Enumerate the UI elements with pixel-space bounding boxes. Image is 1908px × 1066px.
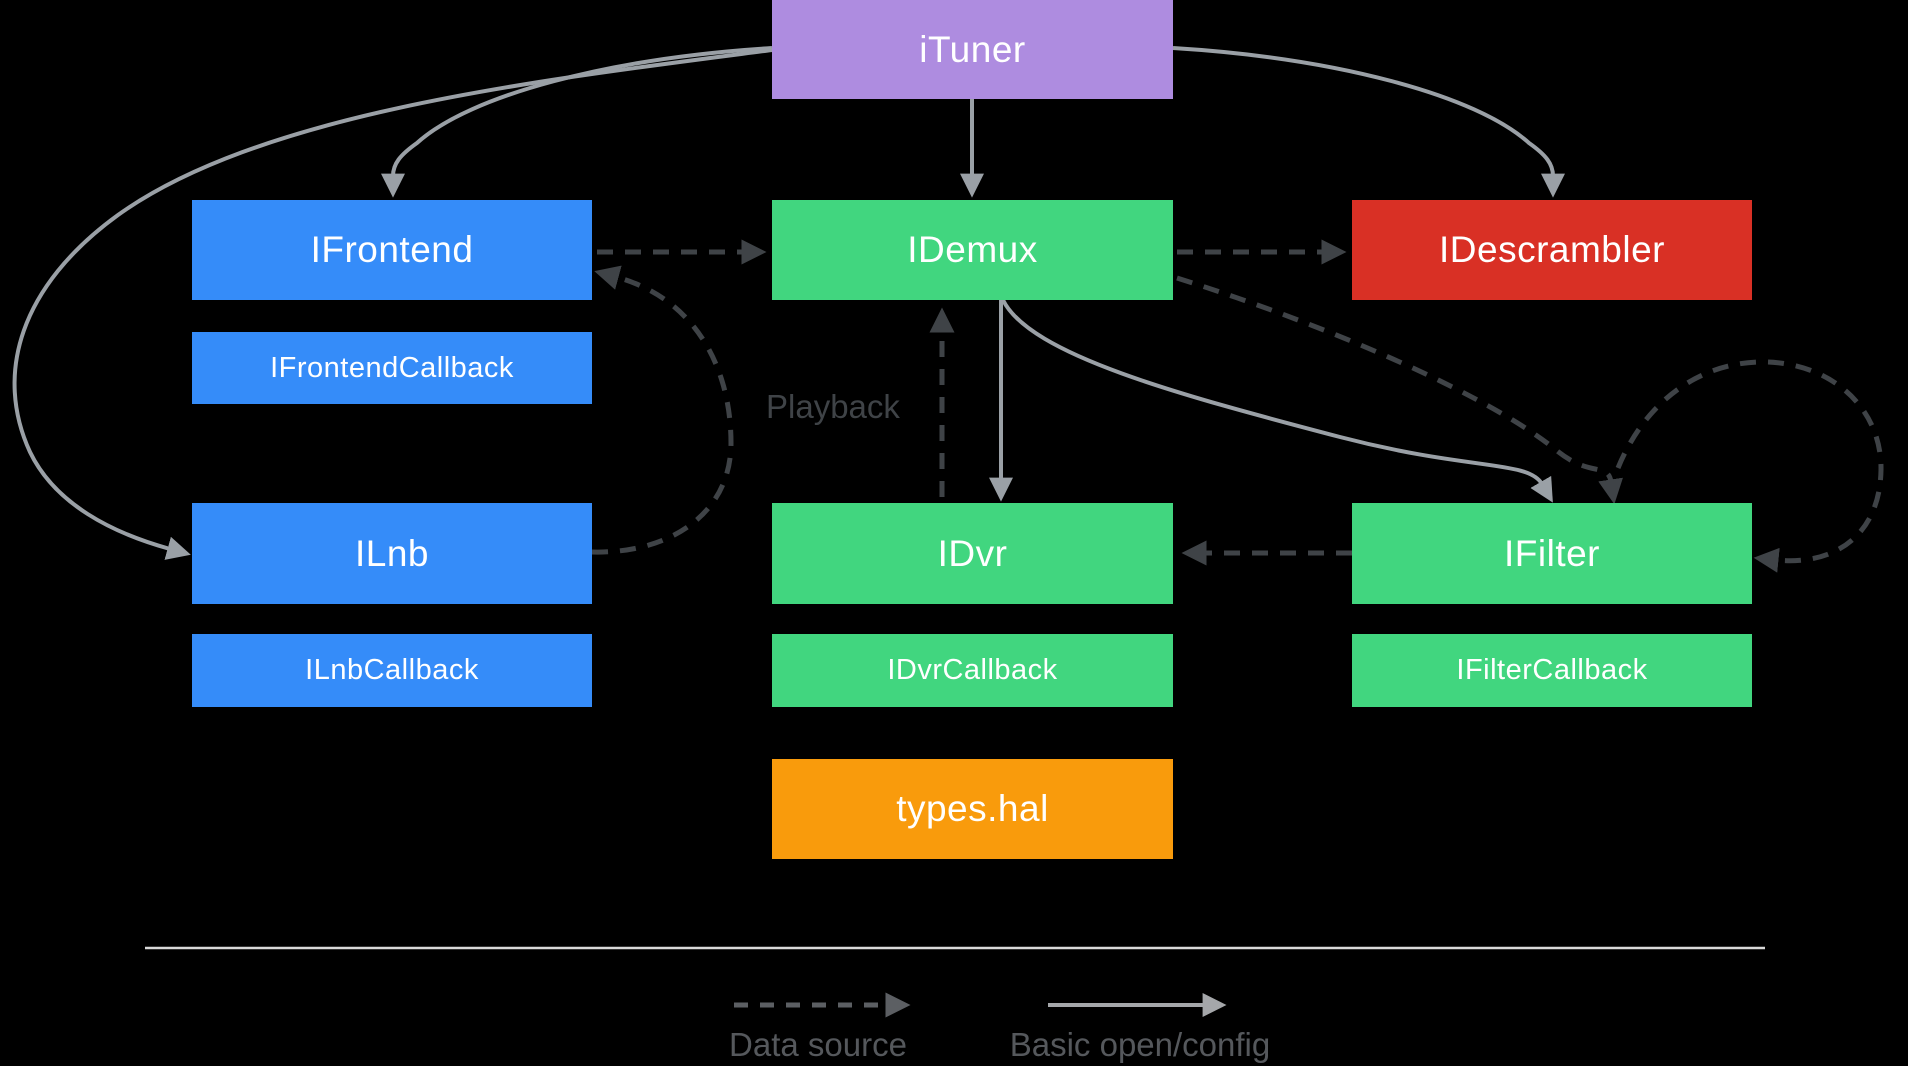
node-idvr-callback: IDvrCallback — [772, 634, 1173, 707]
arrow-ilnb-to-ifrontend — [591, 265, 734, 555]
node-ilnb-callback: ILnbCallback — [192, 634, 592, 707]
node-ituner: iTuner — [772, 0, 1173, 99]
node-ifilter: IFilter — [1352, 503, 1752, 604]
node-idvr: IDvr — [772, 503, 1173, 604]
arrow-idemux-to-ifilter-data — [1176, 275, 1623, 505]
playback-edge-label: Playback — [766, 388, 900, 425]
legend-label-basic-open-config: Basic open/config — [1009, 1026, 1271, 1063]
arrow-ituner-to-idescrambler — [1172, 46, 1565, 198]
node-ifilter-callback: IFilterCallback — [1352, 634, 1752, 707]
node-types-hal: types.hal — [772, 759, 1173, 859]
node-ilnb: ILnb — [192, 503, 592, 604]
arrow-ituner-to-ifrontend — [381, 46, 773, 198]
node-ifrontend-callback: IFrontendCallback — [192, 332, 592, 404]
node-idemux: IDemux — [772, 200, 1173, 300]
legend-label-data-source: Data source — [729, 1026, 907, 1063]
arrow-idemux-to-ifilter — [1001, 299, 1553, 503]
arrow-ituner-to-ilnb — [12, 48, 773, 560]
arrow-ifilter-self-loop — [1615, 359, 1884, 573]
node-ifrontend: IFrontend — [192, 200, 592, 300]
node-idescrambler: IDescrambler — [1352, 200, 1752, 300]
